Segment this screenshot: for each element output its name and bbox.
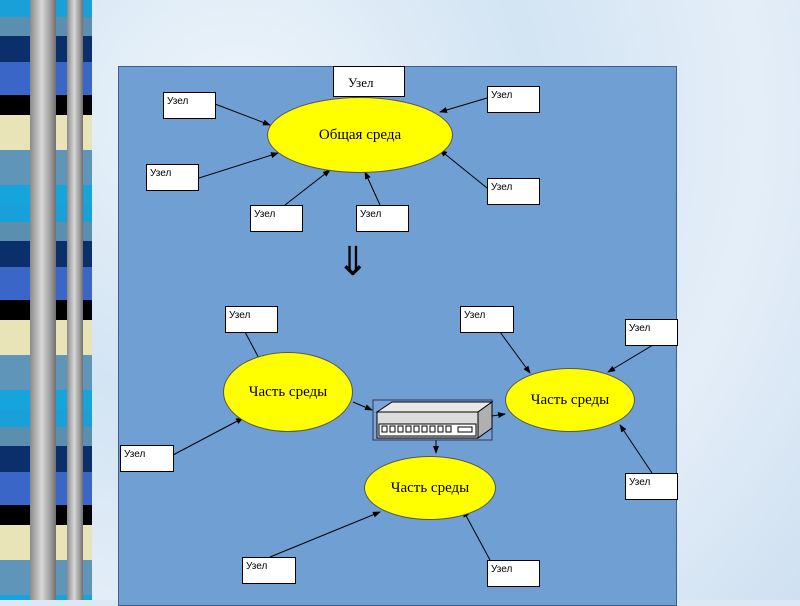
medium-segment-ellipse: Часть среды <box>364 456 496 520</box>
node-box: Узел <box>625 473 678 500</box>
node-box: Узел <box>146 164 199 191</box>
node-box: Узел <box>460 306 514 333</box>
node-box: Узел <box>487 86 540 113</box>
node-box: Узел <box>250 205 303 232</box>
double-down-arrow-icon: ⇓ <box>336 239 370 284</box>
node-box: Узел <box>356 205 409 232</box>
decorative-cylinder <box>30 0 56 600</box>
node-box: Узел <box>487 560 540 587</box>
shared-medium-ellipse: Общая среда <box>267 97 453 173</box>
decorative-cylinder <box>67 0 83 600</box>
node-box: Узел <box>487 178 540 205</box>
node-box: Узел <box>225 306 278 333</box>
switch-icon <box>372 399 494 441</box>
node-box: Узел <box>625 319 678 346</box>
node-box: Узел <box>163 92 216 119</box>
node-box: Узел <box>120 445 174 472</box>
medium-segment-ellipse: Часть среды <box>505 368 635 432</box>
node-box: Узел <box>242 557 296 584</box>
medium-segment-ellipse: Часть среды <box>223 352 353 432</box>
top-node-box: Узел <box>333 66 405 97</box>
